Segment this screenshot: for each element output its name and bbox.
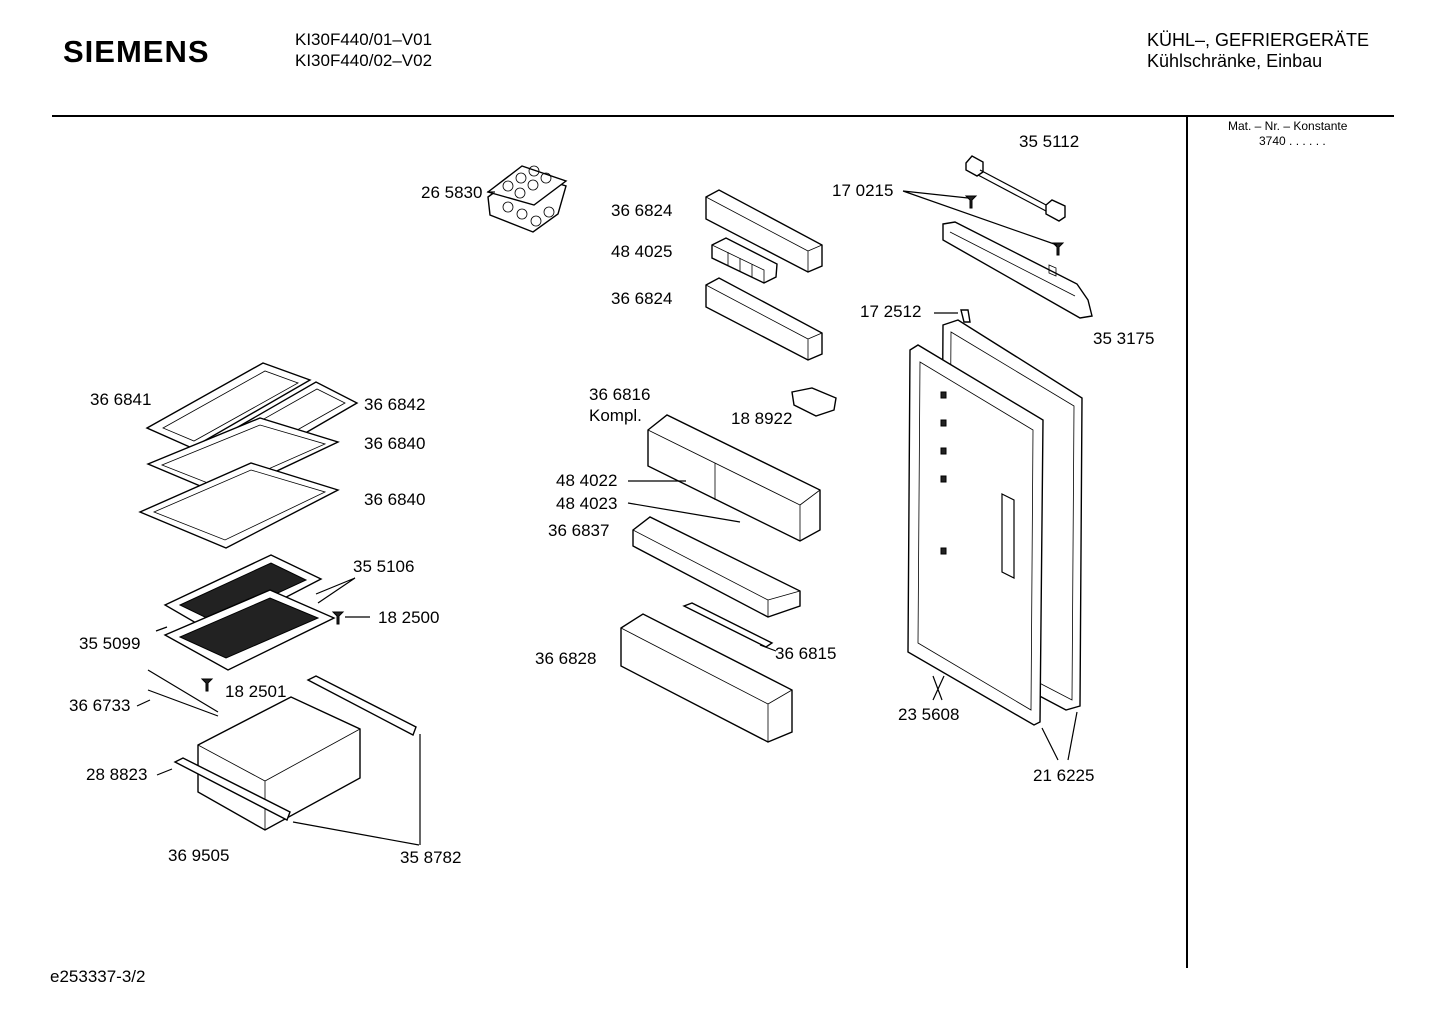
category-subtitle: Kühlschränke, Einbau [1147, 51, 1323, 71]
small-door-bin-upper-part [705, 189, 823, 273]
door-balcony-bin-large-part [647, 414, 821, 542]
screw-part-4 [200, 678, 214, 692]
part-label-235608: 23 5608 [898, 705, 960, 724]
light-cover-part [965, 155, 1066, 222]
part-label-366733: 36 6733 [69, 696, 131, 715]
part-label-355106: 35 5106 [353, 557, 415, 576]
leader-lines [136, 190, 1078, 846]
door-balcony-bin-bottom-part [620, 613, 793, 743]
small-door-bin-lower-part [705, 277, 823, 361]
part-label-366828: 36 6828 [535, 649, 597, 668]
part-label-353175: 35 3175 [1093, 329, 1155, 348]
cover-plate-part [147, 669, 219, 717]
part-label-216225: 21 6225 [1033, 766, 1095, 785]
category-title: KÜHL–, GEFRIERGERÄTE [1147, 30, 1370, 50]
document-id: e253337-3/2 [50, 967, 146, 986]
screw-part-2 [1051, 242, 1065, 256]
bottle-retainer-part [682, 602, 774, 648]
part-label-366815: 36 6815 [775, 644, 837, 663]
screw-part-1 [964, 195, 978, 209]
part-label-265830: 26 5830 [421, 183, 483, 202]
part-label-369505: 36 9505 [168, 846, 230, 865]
part-label-288823: 28 8823 [86, 765, 148, 784]
clip-part [960, 309, 971, 323]
part-label-358782: 35 8782 [400, 848, 462, 867]
part-label-366824-lower: 36 6824 [611, 289, 673, 308]
part-label-355112: 35 5112 [1019, 132, 1080, 151]
model-number-1: KI30F440/01–V01 [295, 30, 433, 49]
header-divider [52, 115, 1394, 117]
glass-shelf-lower-part [138, 462, 340, 549]
part-label-366841: 36 6841 [90, 390, 152, 409]
wire-shelf-lower-part [163, 589, 336, 671]
part-label-355099: 35 5099 [79, 634, 141, 653]
side-panel-divider [1186, 116, 1188, 968]
egg-tray-part [486, 165, 568, 233]
part-label-366842: 36 6842 [364, 395, 426, 414]
part-label-366840-upper: 36 6840 [364, 434, 426, 453]
part-label-366840-lower: 36 6840 [364, 490, 426, 509]
glass-shelf-half-left-part [145, 362, 312, 449]
part-label-484025: 48 4025 [611, 242, 673, 261]
part-label-366816: 36 6816 [589, 385, 651, 404]
dairy-box-part [791, 387, 837, 417]
door-hinge-rail-part [942, 221, 1093, 319]
drawer-rail-right-part [306, 675, 417, 736]
material-number-value: 3740 . . . . . . [1259, 134, 1326, 148]
part-label-366824-upper: 36 6824 [611, 201, 673, 220]
part-label-kompl: Kompl. [589, 406, 642, 425]
part-label-484022: 48 4022 [556, 471, 618, 490]
part-label-188922: 18 8922 [731, 409, 793, 428]
glass-shelf-upper-part [146, 417, 340, 497]
door-balcony-bin-middle-part [632, 516, 801, 618]
bottle-holder-part [711, 237, 778, 284]
door-seal-part [907, 344, 1044, 726]
part-label-170215: 17 0215 [832, 181, 894, 200]
part-label-182501: 18 2501 [225, 682, 287, 701]
part-label-484023: 48 4023 [556, 494, 618, 513]
material-number-title: Mat. – Nr. – Konstante [1228, 119, 1348, 133]
part-label-366837: 36 6837 [548, 521, 610, 540]
part-label-172512: 17 2512 [860, 302, 922, 321]
model-number-2: KI30F440/02–V02 [295, 51, 433, 70]
drawer-rail-left-part [173, 757, 291, 821]
part-label-182500: 18 2500 [378, 608, 440, 627]
screw-part-3 [331, 611, 345, 625]
crisper-drawer-part [197, 696, 361, 831]
brand-logo: SIEMENS [63, 34, 210, 69]
